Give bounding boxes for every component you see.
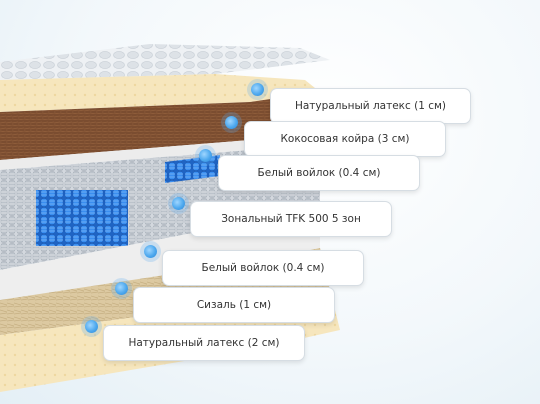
marker-dot-2[interactable] bbox=[225, 116, 238, 129]
layer-coir bbox=[0, 92, 320, 160]
layer-label-7: Натуральный латекс (2 см) bbox=[103, 325, 305, 361]
spring-zone-blue-1 bbox=[36, 190, 128, 246]
marker-dot-1[interactable] bbox=[251, 83, 264, 96]
marker-dot-4[interactable] bbox=[172, 197, 185, 210]
marker-dot-6[interactable] bbox=[115, 282, 128, 295]
layer-label-3: Белый войлок (0.4 см) bbox=[218, 155, 420, 191]
quilted-cover bbox=[0, 44, 330, 80]
layer-label-4: Зональный TFK 500 5 зон bbox=[190, 201, 392, 237]
layer-label-6: Сизаль (1 см) bbox=[133, 287, 335, 323]
layer-latex-top bbox=[0, 74, 320, 112]
layer-label-1: Натуральный латекс (1 см) bbox=[270, 88, 471, 124]
marker-dot-5[interactable] bbox=[144, 245, 157, 258]
marker-dot-3[interactable] bbox=[199, 149, 212, 162]
layer-felt-top bbox=[0, 128, 320, 170]
marker-dot-7[interactable] bbox=[85, 320, 98, 333]
layer-label-2: Кокосовая койра (3 см) bbox=[244, 121, 446, 157]
spring-zone-blue-2 bbox=[165, 155, 220, 183]
layer-label-5: Белый войлок (0.4 см) bbox=[162, 250, 364, 286]
